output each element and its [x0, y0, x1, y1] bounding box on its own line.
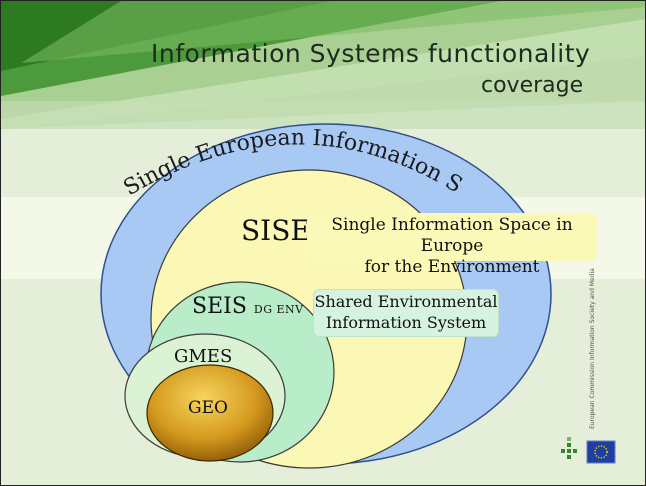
- seis-callout: Shared Environmental Information System: [313, 289, 499, 337]
- sise-callout: Single Information Space in Europe for t…: [307, 213, 597, 277]
- seis-sublabel: DG ENV: [253, 303, 304, 316]
- slide-title: Information Systems functionality: [151, 39, 591, 68]
- geo-label: GEO: [188, 398, 228, 418]
- sise-callout-line1: Single Information Space in Europe: [331, 215, 573, 256]
- seis-callout-line2: Information System: [325, 313, 487, 332]
- geo-ellipse: [146, 364, 274, 462]
- ict-logo-icon: [561, 437, 577, 459]
- gmes-label: GMES: [174, 346, 233, 367]
- header-stripe: [21, 1, 645, 63]
- slide-title-line2: coverage: [481, 73, 584, 98]
- ec-logo-text: European Commission Information Society …: [589, 268, 596, 429]
- seis-callout-line1: Shared Environmental: [314, 292, 498, 311]
- seis-label-text: SEIS: [192, 294, 247, 319]
- sise-callout-line2: for the Environment: [364, 257, 540, 277]
- eu-logo-icon: [586, 440, 616, 464]
- sise-label: SISE: [241, 214, 311, 247]
- seis-label: SEIS DG ENV: [192, 294, 304, 319]
